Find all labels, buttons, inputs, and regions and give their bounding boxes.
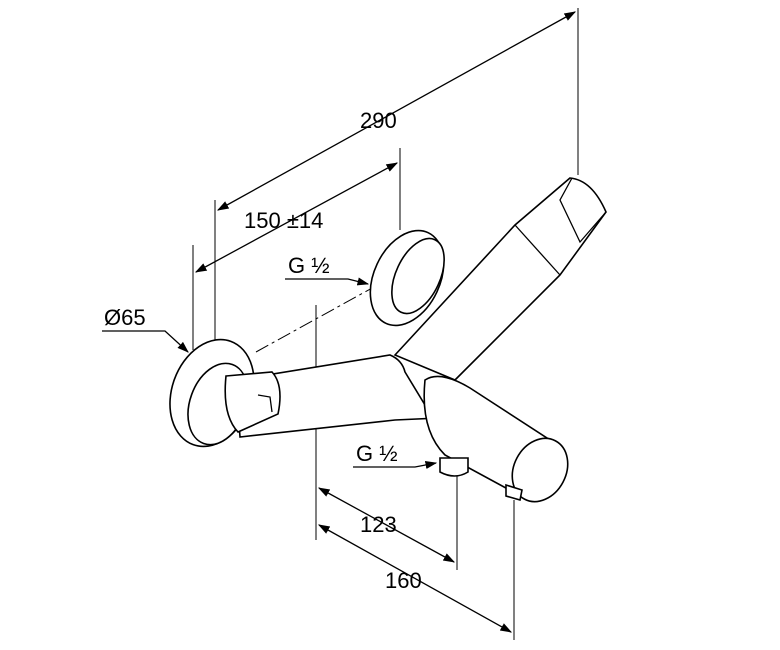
label-inlet-thread: G ½ — [288, 253, 330, 278]
dimension-lines — [102, 11, 577, 633]
dimension-labels: 290 150 ±14 Ø65 G ½ G ½ 123 160 — [104, 108, 422, 593]
label-diameter: Ø65 — [104, 305, 146, 330]
dim-150-line — [194, 162, 399, 273]
label-123: 123 — [360, 512, 397, 537]
label-outlet-thread: G ½ — [356, 441, 398, 466]
left-handle — [224, 371, 281, 433]
label-150: 150 ±14 — [244, 208, 323, 233]
dim-160-line — [317, 524, 513, 633]
spout-nozzle — [505, 483, 523, 502]
rear-rosette-inner — [391, 237, 445, 315]
label-160: 160 — [385, 568, 422, 593]
mixer-body — [169, 177, 607, 503]
centerline — [255, 281, 384, 353]
label-290: 290 — [360, 108, 397, 133]
body-arm — [235, 354, 440, 438]
spout-end — [511, 437, 569, 503]
outlet-fitting — [439, 457, 469, 477]
